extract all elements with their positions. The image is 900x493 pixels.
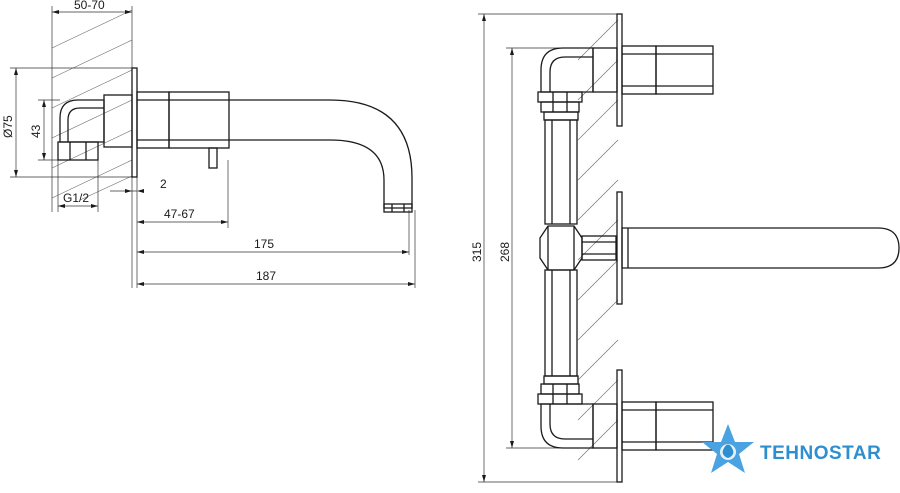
star-icon: [702, 424, 754, 473]
dim-spout-reach: 175: [254, 237, 274, 251]
bottom-elbow: [537, 375, 618, 449]
dim-range: 47-67: [164, 207, 195, 221]
faucet-front-pipe: [544, 119, 578, 377]
logo-text-part1: TEHNO: [760, 443, 829, 464]
dimension-arrows-front: [482, 14, 514, 482]
side-view: 50-70 Ø75 43 G1/2 2 47-67 175 187: [1, 0, 416, 288]
faucet-side-body: [57, 67, 413, 213]
center-connector: [539, 225, 617, 271]
dim-thread: G1/2: [63, 191, 89, 205]
wall-hatching-left: [51, 9, 133, 201]
dim-gap: 2: [160, 177, 167, 191]
dim-wall-thickness: 50-70: [74, 0, 105, 12]
spout-front: [621, 227, 900, 269]
handle-top: [621, 45, 714, 95]
tehnostar-logo: TEHNOSTAR: [702, 424, 881, 473]
dimension-lines-front: [483, 14, 513, 482]
dim-total-reach: 187: [256, 269, 276, 283]
wall-plates: [616, 13, 623, 483]
wall-hatching-right: [577, 19, 619, 461]
top-elbow: [537, 47, 618, 121]
front-view: 315 268: [470, 13, 900, 483]
dim-height-43: 43: [29, 124, 43, 138]
dimension-arrows-side: [14, 10, 415, 286]
logo-text-part2: STAR: [829, 443, 881, 464]
handle-bottom: [621, 401, 714, 451]
dim-diameter: Ø75: [1, 115, 15, 138]
logo-text: TEHNOSTAR: [760, 443, 881, 464]
extension-lines-side: [10, 6, 416, 288]
dim-total-height: 315: [470, 242, 484, 262]
dim-center-distance: 268: [498, 242, 512, 262]
